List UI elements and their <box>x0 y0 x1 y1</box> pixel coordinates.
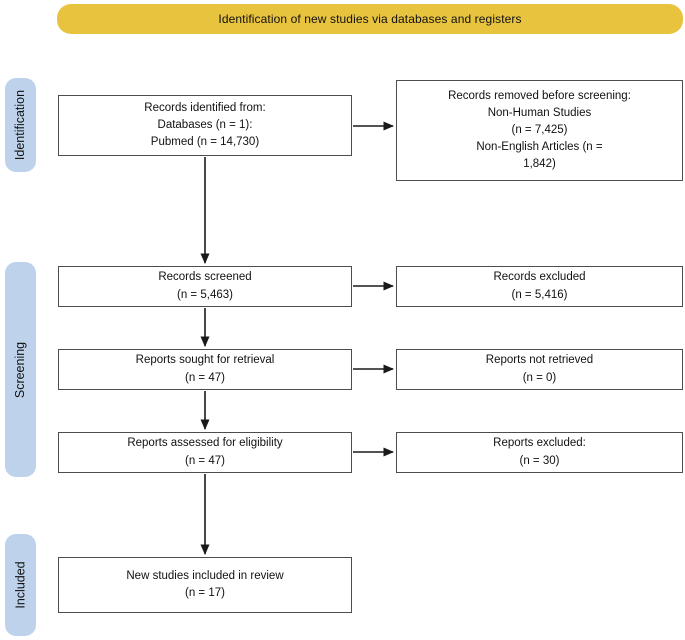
box-reports-sought: Reports sought for retrieval (n = 47) <box>58 349 352 390</box>
box-records-screened-text: Records screened (n = 5,463) <box>158 271 252 301</box>
stage-identification-label: Identification <box>13 89 28 161</box>
stage-tab-included: Included <box>5 534 36 636</box>
box-records-screened: Records screened (n = 5,463) <box>58 266 352 307</box>
box-records-identified: Records identified from: Databases (n = … <box>58 95 352 156</box>
box-reports-not-retrieved-text: Reports not retrieved (n = 0) <box>485 354 594 384</box>
stage-included-label: Included <box>13 561 28 609</box>
box-new-studies: New studies included in review (n = 17) <box>58 557 352 613</box>
box-reports-assessed: Reports assessed for eligibility (n = 47… <box>58 432 352 473</box>
box-reports-sought-text: Reports sought for retrieval (n = 47) <box>135 354 275 384</box>
stage-screening-label: Screening <box>13 341 28 398</box>
box-reports-not-retrieved: Reports not retrieved (n = 0) <box>396 349 683 390</box>
box-records-removed-text: Records removed before screening: Non-Hu… <box>448 89 631 171</box>
box-records-identified-text: Records identified from: Databases (n = … <box>144 101 266 148</box>
box-records-removed: Records removed before screening: Non-Hu… <box>396 80 683 181</box>
banner: Identification of new studies via databa… <box>57 4 683 34</box>
box-reports-excluded-text: Reports excluded: (n = 30) <box>493 437 586 467</box>
box-new-studies-text: New studies included in review (n = 17) <box>126 569 284 599</box>
box-records-excluded: Records excluded (n = 5,416) <box>396 266 683 307</box>
box-reports-assessed-text: Reports assessed for eligibility (n = 47… <box>127 437 283 467</box>
stage-tab-screening: Screening <box>5 262 36 477</box>
stage-tab-identification: Identification <box>5 78 36 172</box>
banner-label: Identification of new studies via databa… <box>218 12 522 26</box>
box-records-excluded-text: Records excluded (n = 5,416) <box>493 271 586 301</box>
box-reports-excluded: Reports excluded: (n = 30) <box>396 432 683 473</box>
